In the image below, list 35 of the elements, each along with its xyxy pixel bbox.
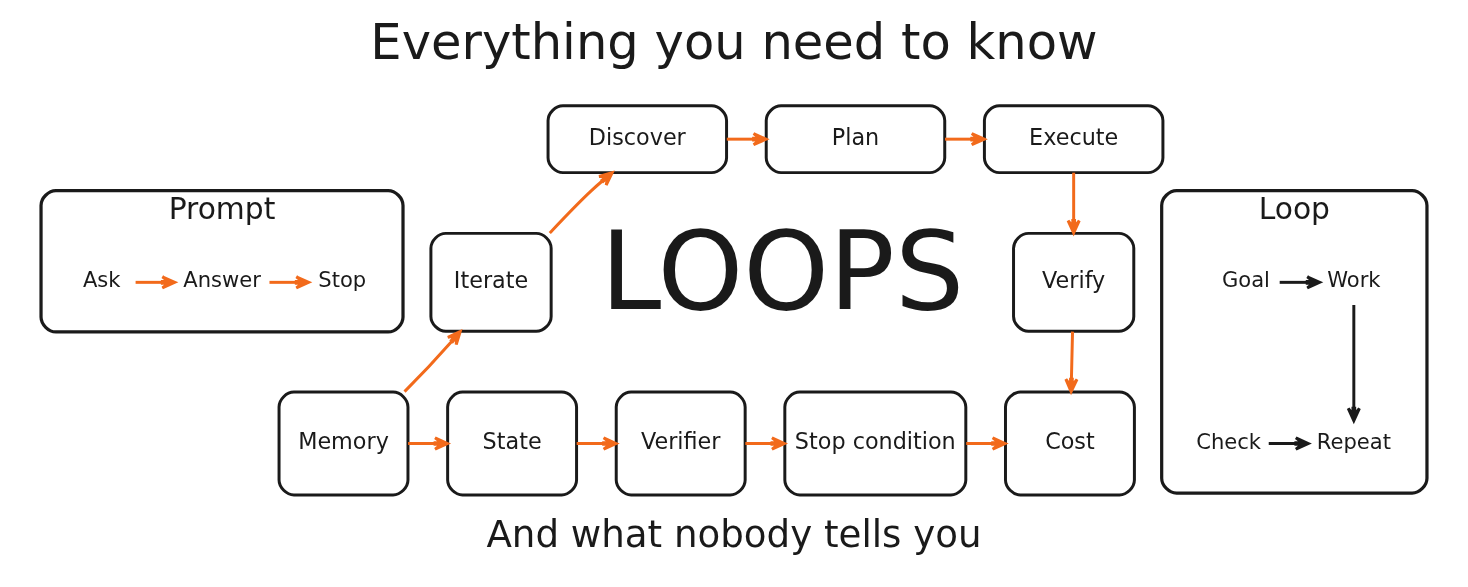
node-text: Repeat xyxy=(1316,428,1391,454)
node-box: State xyxy=(446,390,579,497)
node-box: Memory xyxy=(277,390,410,497)
node-text: Check xyxy=(1196,428,1262,454)
arrow xyxy=(1346,305,1361,423)
node-text: Ask xyxy=(82,267,121,293)
arrow xyxy=(1268,436,1310,451)
arrow xyxy=(135,275,177,290)
arrow xyxy=(1279,275,1322,290)
arrow xyxy=(945,132,986,147)
node-text: Answer xyxy=(183,267,261,293)
arrow xyxy=(966,436,1007,451)
arrow xyxy=(403,330,462,393)
caption: And what nobody tells you xyxy=(486,512,982,557)
node-text: Stop xyxy=(318,267,367,293)
node-box: Verify xyxy=(1012,231,1136,333)
node-box: Cost xyxy=(1004,390,1136,497)
node-box: Execute xyxy=(982,104,1165,175)
arrow xyxy=(1064,331,1079,394)
node-text: Goal xyxy=(1221,267,1270,293)
node-box: Verifier xyxy=(614,390,747,497)
arrow xyxy=(726,132,768,147)
node-box: Iterate xyxy=(429,231,553,333)
node-box: Plan xyxy=(764,104,947,175)
arrow xyxy=(1066,172,1081,235)
arrow xyxy=(408,436,449,451)
arrow xyxy=(576,436,618,451)
arrow xyxy=(269,275,311,290)
diagram-title: Everything you need to know xyxy=(370,12,1098,71)
label: LOOPS xyxy=(600,208,965,336)
node-text: Work xyxy=(1327,267,1381,293)
arrow xyxy=(745,436,786,451)
arrow xyxy=(548,171,614,235)
node-box: Discover xyxy=(546,104,729,175)
node-box: Stop condition xyxy=(783,390,968,497)
